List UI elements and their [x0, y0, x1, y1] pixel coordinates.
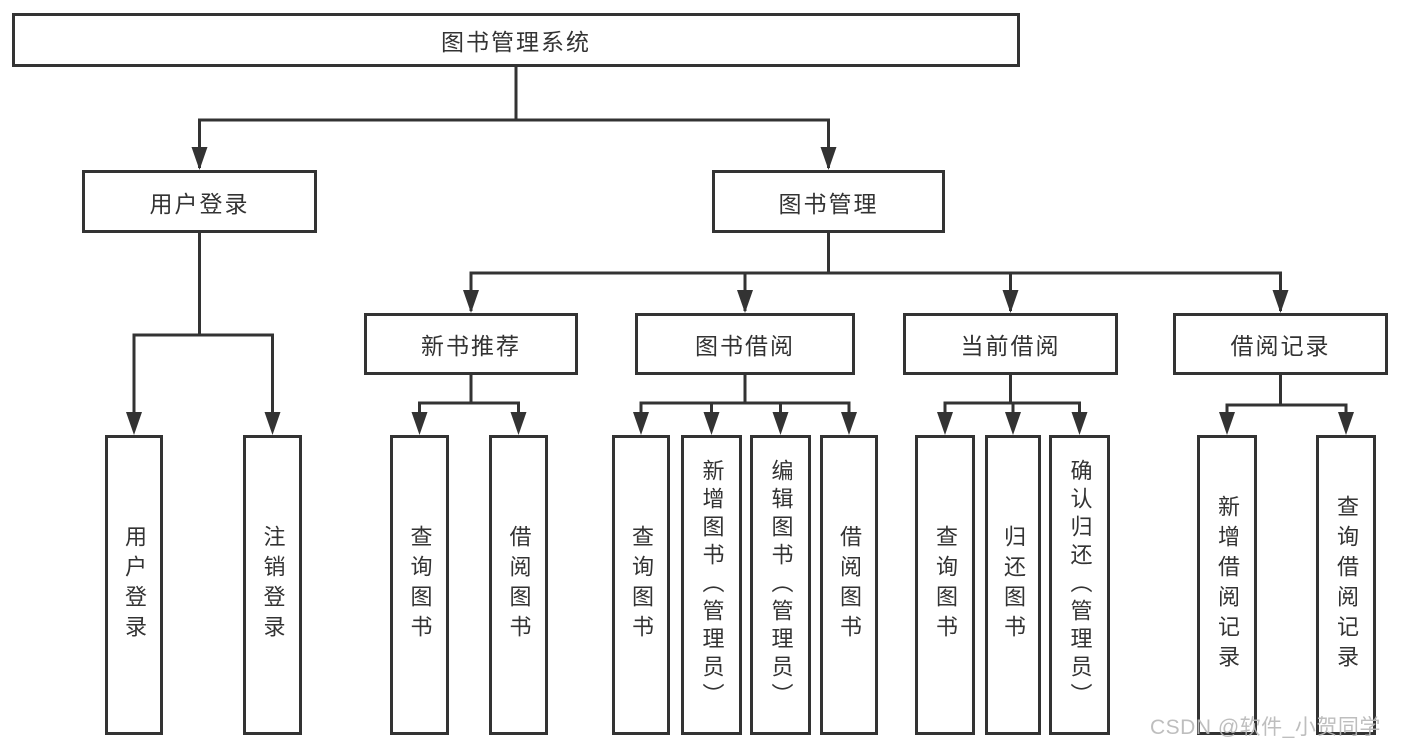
leaf-borrow-book-label: 借阅图书	[837, 525, 862, 645]
leaf-current-query-book-label: 查询图书	[933, 525, 958, 645]
leaf-newrec-borrow-book-label: 借阅图书	[506, 525, 532, 645]
leaf-logout-label: 注销登录	[260, 525, 286, 645]
node-root-label: 图书管理系统	[441, 29, 591, 55]
node-borrowing-records: 借阅记录	[1173, 313, 1388, 375]
leaf-borrow-book: 借阅图书	[820, 435, 878, 735]
leaf-add-book-admin-label: 新增图书（管理员）	[699, 459, 725, 711]
leaf-return-book-label: 归还图书	[1001, 525, 1026, 645]
leaf-newrec-query-book: 查询图书	[390, 435, 449, 735]
node-borrowing-records-label: 借阅记录	[1230, 333, 1331, 359]
leaf-borrow-query-book: 查询图书	[612, 435, 670, 735]
leaf-add-borrow-record-label: 新增借阅记录	[1215, 495, 1240, 675]
leaf-borrow-query-book-label: 查询图书	[629, 525, 654, 645]
leaf-query-borrow-record: 查询借阅记录	[1316, 435, 1376, 735]
connector-paths	[132, 65, 1348, 431]
leaf-user-login-label: 用户登录	[122, 525, 147, 645]
leaf-current-query-book: 查询图书	[915, 435, 975, 735]
leaf-edit-book-admin: 编辑图书（管理员）	[750, 435, 811, 735]
node-new-book-recommend: 新书推荐	[364, 313, 578, 375]
node-book-borrowing-label: 图书借阅	[695, 333, 795, 359]
leaf-add-book-admin: 新增图书（管理员）	[681, 435, 742, 735]
leaf-logout: 注销登录	[243, 435, 302, 735]
leaf-query-borrow-record-label: 查询借阅记录	[1334, 495, 1359, 675]
leaf-confirm-return-admin: 确认归还（管理员）	[1049, 435, 1110, 735]
node-user-login-label: 用户登录	[149, 190, 250, 217]
leaf-add-borrow-record: 新增借阅记录	[1197, 435, 1257, 735]
node-book-management-label: 图书管理	[778, 190, 879, 217]
leaf-return-book: 归还图书	[985, 435, 1041, 735]
leaf-edit-book-admin-label: 编辑图书（管理员）	[768, 459, 794, 711]
node-book-borrowing: 图书借阅	[635, 313, 855, 375]
node-new-book-recommend-label: 新书推荐	[421, 333, 521, 359]
leaf-user-login: 用户登录	[105, 435, 163, 735]
node-user-login: 用户登录	[82, 170, 317, 233]
node-book-management: 图书管理	[712, 170, 945, 233]
leaf-newrec-query-book-label: 查询图书	[407, 525, 433, 645]
leaf-confirm-return-admin-label: 确认归还（管理员）	[1067, 459, 1093, 711]
node-current-borrowing-label: 当前借阅	[960, 333, 1061, 359]
leaf-newrec-borrow-book: 借阅图书	[489, 435, 548, 735]
arrowhead-icons	[126, 147, 1354, 435]
node-current-borrowing: 当前借阅	[903, 313, 1118, 375]
csdn-watermark: CSDN @软件_小贺同学	[1150, 716, 1381, 739]
node-root-system: 图书管理系统	[12, 13, 1020, 67]
